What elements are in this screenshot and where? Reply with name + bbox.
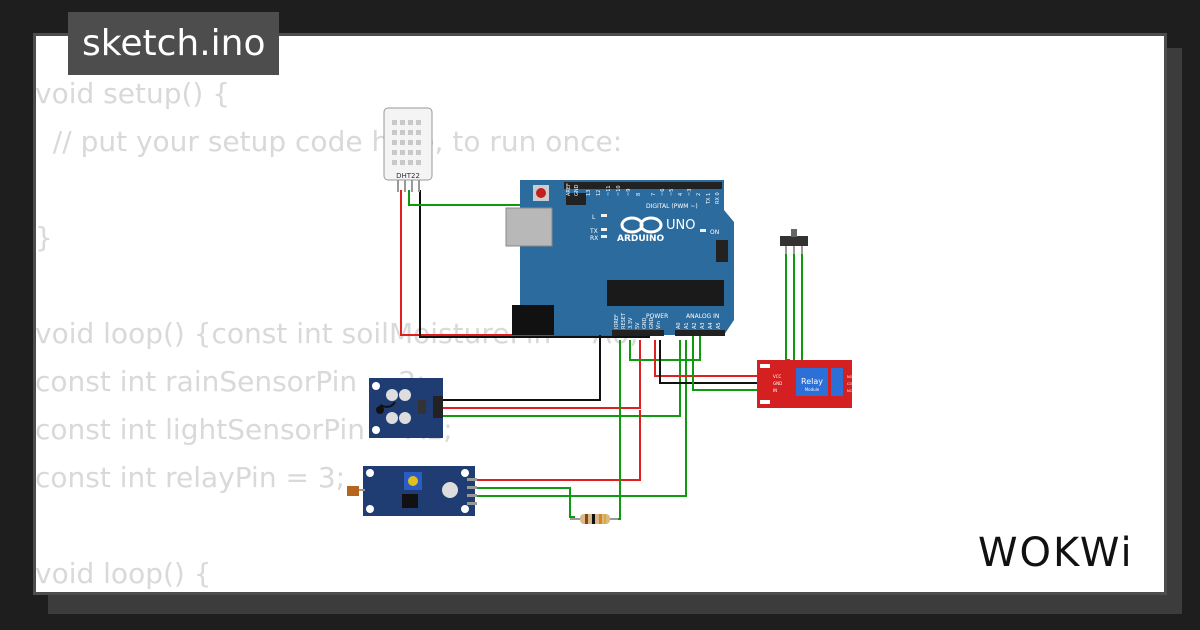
atmega-chip [607, 280, 724, 306]
pin-3: ~3 [687, 189, 693, 196]
code-editor: void setup() { // put your setup code he… [35, 70, 639, 598]
digital-label: DIGITAL (PWM ~) [646, 203, 698, 210]
wokwi-logo[interactable]: WOKWi [978, 528, 1148, 576]
power-header [612, 330, 664, 336]
wire-rain-green [440, 340, 681, 417]
wire-switch-1 [785, 252, 790, 361]
pin-2: 2 [696, 193, 702, 196]
pin-5v: 5V [635, 322, 641, 329]
pin-reset: RESET [621, 312, 627, 329]
pin-a4: A4 [708, 322, 714, 329]
wire-dht-black [419, 190, 650, 338]
relay-pin-in: IN [773, 388, 777, 393]
pin-gnd1: GND [642, 317, 648, 329]
slide-switch [780, 229, 808, 254]
code-line: const int relayPin = 3; [35, 461, 346, 494]
led-rx-label: RX [590, 235, 598, 242]
pin-8: 8 [636, 193, 642, 196]
dht22-sensor: DHT22 [383, 107, 433, 192]
wire-resistor-green [610, 340, 621, 520]
pin-10: ~10 [616, 185, 622, 196]
power-jack [512, 305, 554, 335]
wokwi-logo-text: WOKWi [978, 530, 1134, 576]
wire-ldr-green2 [475, 340, 687, 497]
wire-ldr-red [475, 410, 641, 481]
code-line: void setup() { [35, 77, 231, 110]
pin-5: ~5 [669, 189, 675, 196]
analog-label: ANALOG IN [686, 313, 719, 320]
pin-3v3: 3.3V [628, 317, 634, 329]
code-line: } [35, 221, 53, 254]
wire-relay-black [659, 340, 770, 384]
led-l-label: L [592, 214, 596, 221]
relay-terminal-nc: NC [847, 389, 853, 393]
pin-9: ~9 [626, 189, 632, 196]
led-tx-label: TX [589, 228, 598, 235]
pin-rx0: RX 0 [715, 192, 721, 204]
pin-gnd2: GND [649, 317, 655, 329]
relay-terminal-com: COM [847, 382, 855, 386]
led-on-label: ON [710, 229, 719, 236]
relay-terminal-no: NO [847, 375, 853, 379]
pin-6: ~6 [660, 189, 666, 196]
pin-7: 7 [651, 193, 657, 196]
pin-a2: A2 [692, 322, 698, 329]
reset-button [536, 188, 546, 198]
pin-aref: AREF [566, 183, 572, 196]
pin-a1: A1 [684, 322, 690, 329]
arduino-uno: ARDUINO UNO DIGITAL (PWM ~) POWER ANALOG… [505, 180, 734, 336]
relay-module: Relay Module VCC GND IN NO COM NC [757, 360, 855, 408]
power-label: POWER [646, 313, 668, 320]
code-line: void loop() { [35, 557, 212, 590]
wire-ldr-green [475, 487, 575, 518]
pin-a5: A5 [716, 322, 722, 329]
pin-ioref: IOREF [614, 314, 620, 329]
pin-13: 13 [586, 190, 592, 196]
pin-a3: A3 [700, 322, 706, 329]
rain-sensor-module [369, 378, 443, 438]
relay-pin-gnd: GND [773, 381, 782, 386]
digital-header [564, 182, 722, 189]
pin-12: 12 [596, 190, 602, 196]
pin-a0: A0 [676, 322, 682, 329]
analog-header [675, 330, 725, 336]
pin-4: 4 [678, 193, 684, 196]
pin-gnd-top: GND [574, 184, 580, 196]
dht-label: DHT22 [396, 172, 420, 180]
pin-11: ~11 [606, 185, 612, 196]
arduino-brand: ARDUINO [617, 234, 665, 244]
arduino-model: UNO [666, 218, 695, 233]
resistor [570, 514, 618, 524]
usb-port [505, 207, 553, 247]
ldr-photoresistor [347, 486, 359, 496]
pin-tx1: TX 1 [706, 193, 712, 205]
ldr-sensor-module [347, 466, 477, 516]
file-tab[interactable]: sketch.ino [68, 12, 280, 75]
relay-title: Relay [801, 377, 823, 386]
relay-pin-vcc: VCC [773, 374, 782, 379]
pin-vin: Vin [656, 321, 662, 329]
relay-subtitle: Module [805, 387, 820, 392]
wire-relay-red [654, 340, 770, 377]
wire-rain-red [440, 340, 641, 409]
